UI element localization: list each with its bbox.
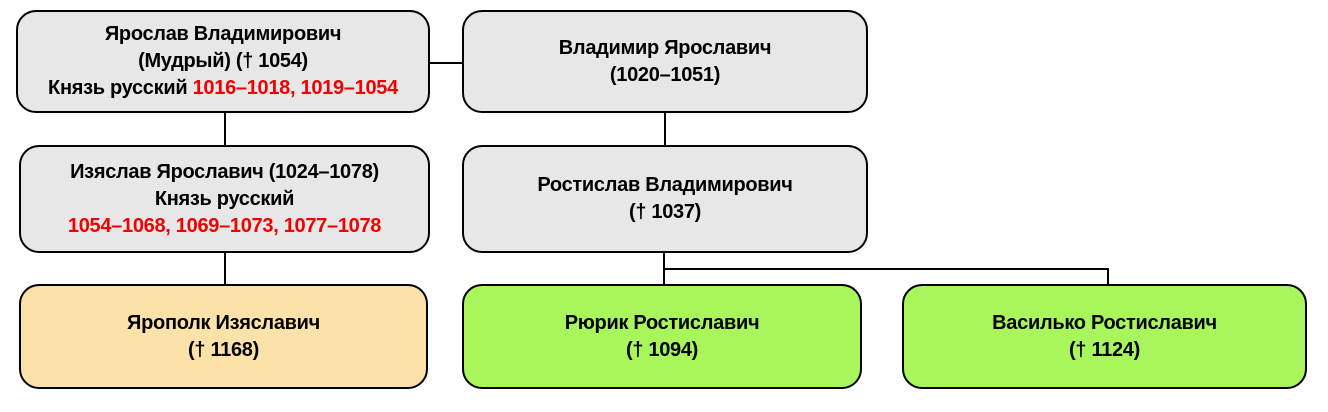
connector-yaroslav-vladimir [430,62,462,64]
person-name: Рюрик Ростиславич [564,311,760,334]
tree-node-yaroslav-mudry: Ярослав Владимирович (Мудрый) († 1054) К… [16,10,430,113]
tree-node-izyaslav-yaroslavich: Изяслав Ярославич (1024–1078) Князь русс… [19,145,430,253]
person-name: Изяслав Ярославич (1024–1078) [70,160,379,183]
tree-node-yaropolk-izyaslavich: Ярополк Изяславич († 1168) [19,284,428,389]
person-name: Ярослав Владимирович [104,23,342,45]
person-name: Владимир Ярославич [558,36,772,59]
reign-years: 1016–1018, 1019–1054 [192,77,399,99]
reign-label: Князь русский [48,77,188,99]
person-dates: († 1094) [625,338,699,361]
tree-node-rostislav-vladimirovich: Ростислав Владимирович († 1037) [462,145,868,253]
person-dates: (1020–1051) [609,63,721,86]
reign-label: Князь русский [154,187,295,210]
connector-izyaslav-yaropolk [224,252,226,285]
person-dates: (Мудрый) († 1054) [138,50,308,72]
person-reign: Князь русский 1016–1018, 1019–1054 [48,75,398,102]
person-name: Ростислав Владимирович [537,174,793,196]
person-dates: († 1124) [1069,338,1140,361]
person-name: Василько Ростиславич [992,311,1217,334]
connector-yaroslav-izyaslav [224,113,226,146]
tree-node-vladimir-yaroslavich: Владимир Ярославич (1020–1051) [462,10,868,113]
person-name: Ярополк Изяславич [127,311,320,334]
person-dates: († 1037) [628,201,702,223]
connector-rostislav-vasilko-horizontal [663,268,1109,270]
connector-rostislav-vasilko-vertical [1107,268,1109,285]
reign-years: 1054–1068, 1069–1073, 1077–1078 [67,214,382,237]
tree-node-ryurik-rostislavich: Рюрик Ростиславич († 1094) [462,284,862,389]
connector-vladimir-rostislav [664,113,666,146]
tree-node-vasilko-rostislavich: Василько Ростиславич († 1124) [902,284,1307,389]
person-dates: († 1168) [188,338,259,361]
